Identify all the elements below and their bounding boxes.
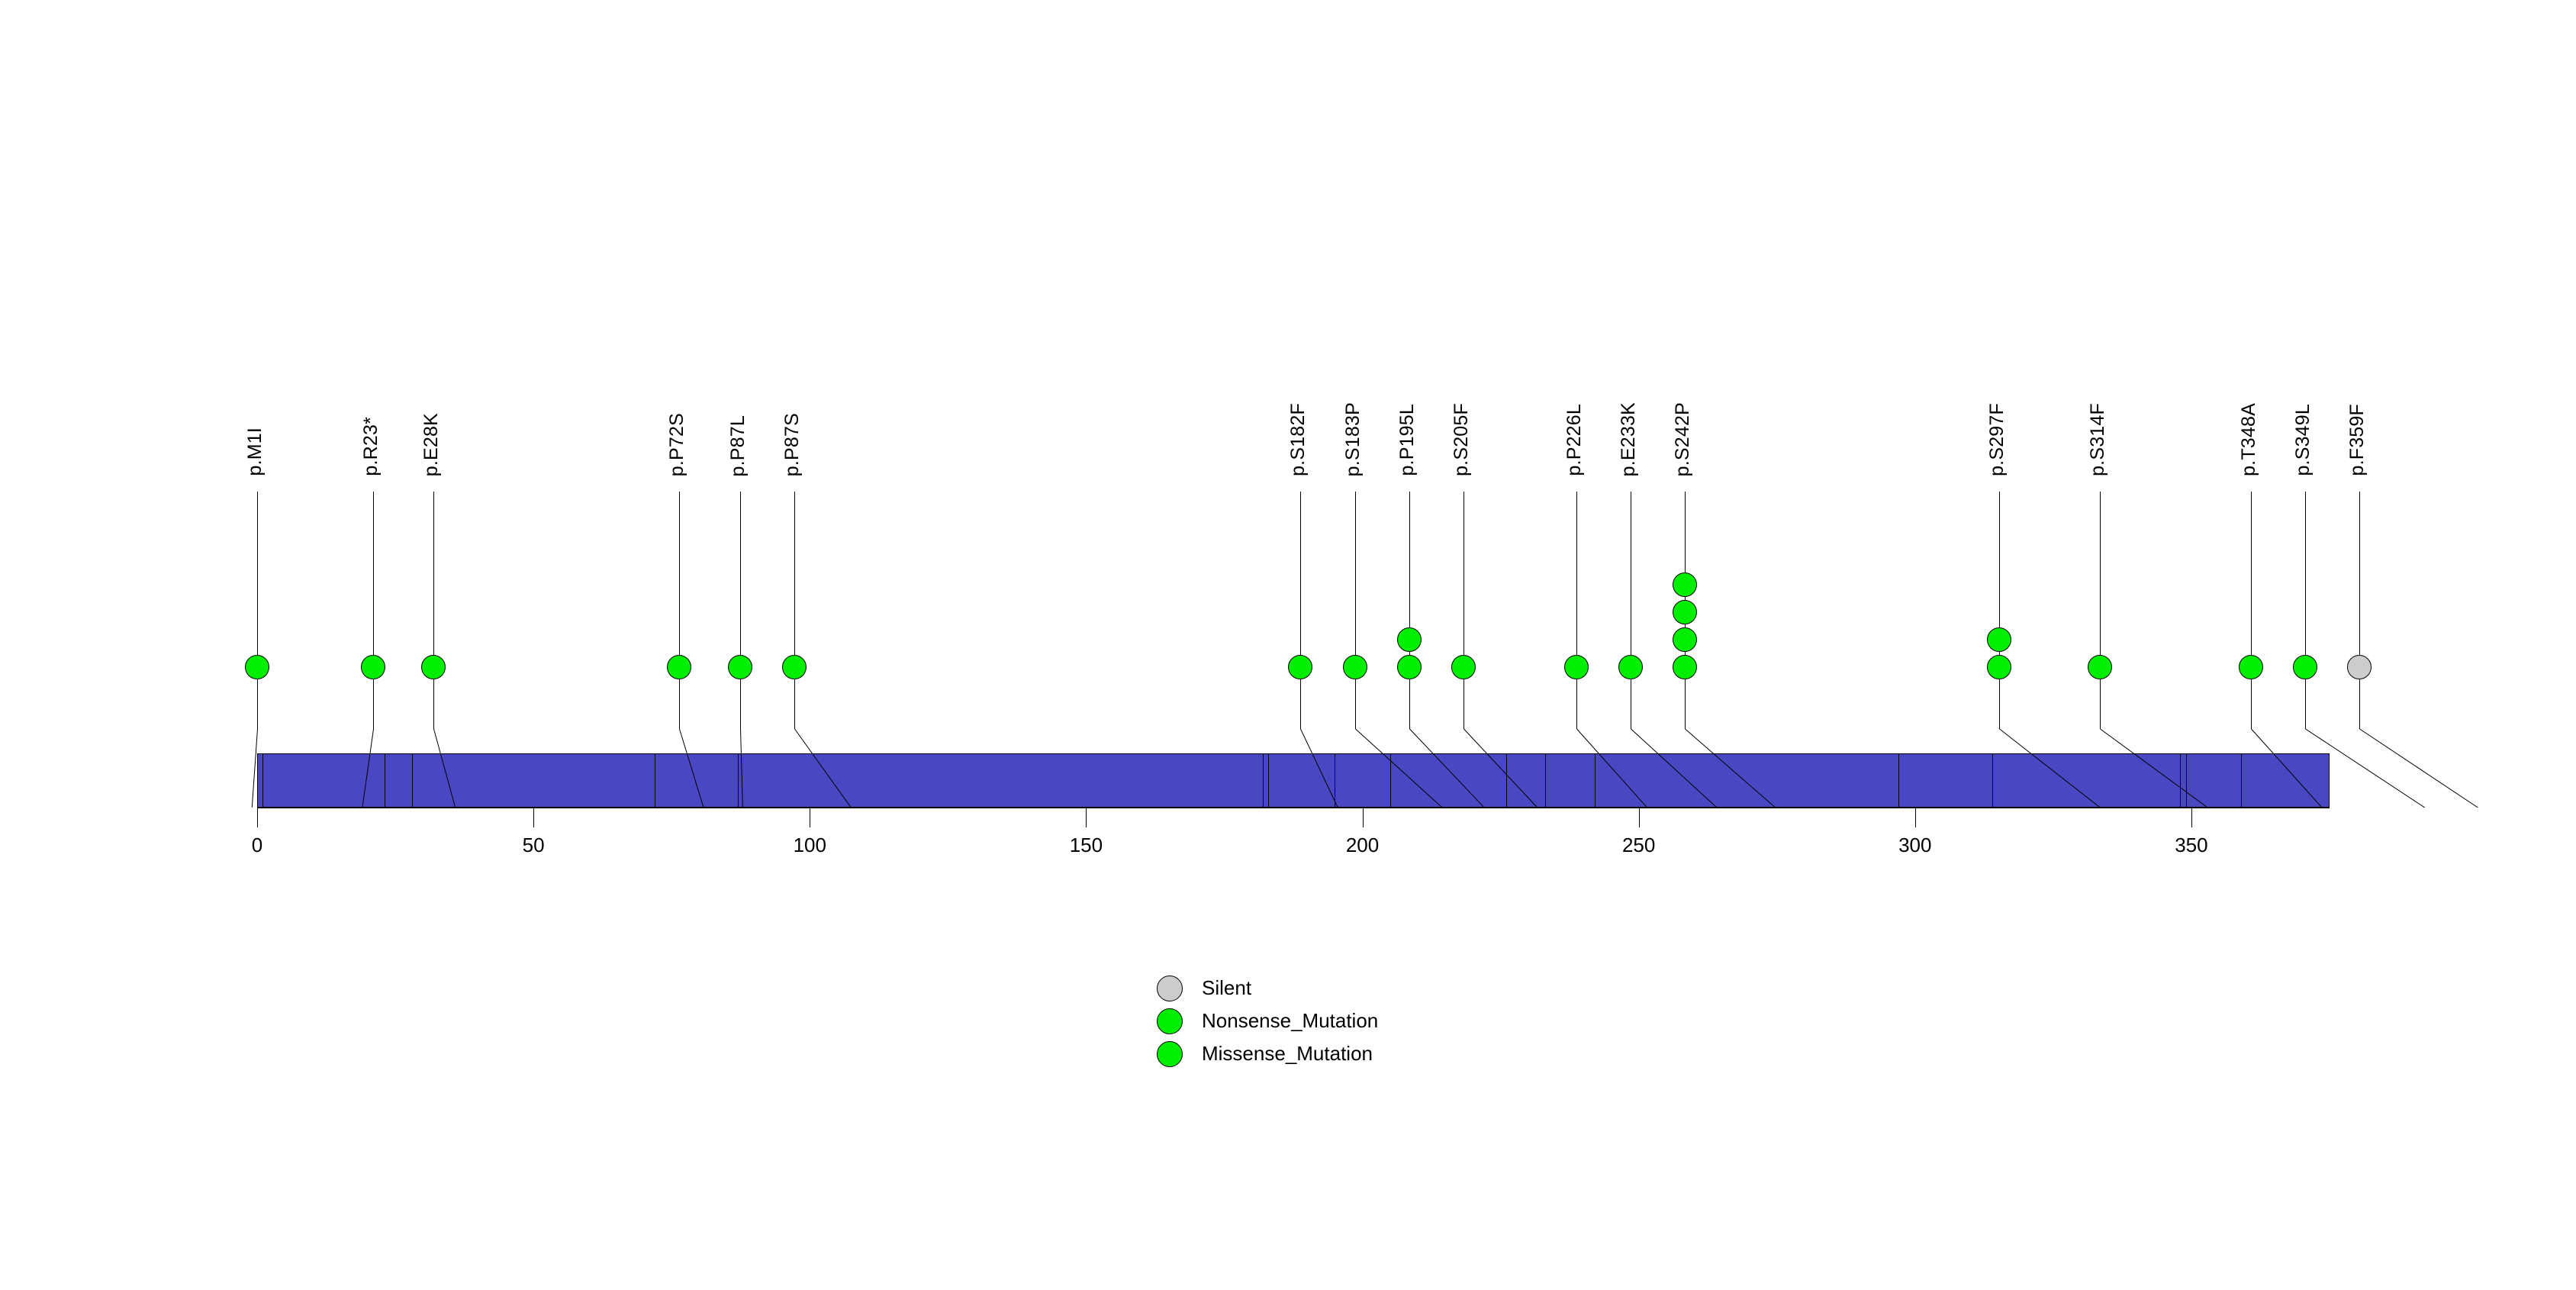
bar-anchor-tick bbox=[2180, 753, 2182, 808]
legend-swatch bbox=[1157, 976, 1183, 1001]
mutation-label: p.F359F bbox=[2346, 404, 2368, 476]
bar-anchor-tick bbox=[1992, 753, 1994, 808]
mutation-label: p.P72S bbox=[666, 412, 687, 476]
mutation-label: p.P226L bbox=[1563, 404, 1585, 476]
lollipop-stem bbox=[740, 492, 741, 729]
bar-anchor-tick bbox=[738, 753, 739, 808]
bar-anchor-tick bbox=[1263, 753, 1264, 808]
bar-anchor-tick bbox=[262, 753, 264, 808]
mutation-dot[interactable] bbox=[2239, 655, 2263, 679]
mutation-dot[interactable] bbox=[421, 655, 446, 679]
axis-tick-label: 250 bbox=[1621, 834, 1656, 856]
mutation-dot[interactable] bbox=[1987, 627, 2011, 652]
mutation-dot[interactable] bbox=[1673, 655, 1697, 679]
lollipop-stem bbox=[2305, 492, 2306, 729]
mutation-dot[interactable] bbox=[1673, 627, 1697, 652]
axis-tick bbox=[1362, 808, 1364, 827]
axis-tick-label: 200 bbox=[1345, 834, 1380, 856]
bar-anchor-tick bbox=[1389, 753, 1391, 808]
axis-tick bbox=[2191, 808, 2192, 827]
mutation-dot[interactable] bbox=[667, 655, 691, 679]
mutation-dot[interactable] bbox=[2088, 655, 2112, 679]
protein-bar bbox=[257, 753, 2330, 808]
mutation-dot[interactable] bbox=[1343, 655, 1367, 679]
lollipop-connector bbox=[2359, 728, 2478, 808]
bar-anchor-tick bbox=[2241, 753, 2243, 808]
mutation-dot[interactable] bbox=[1618, 655, 1643, 679]
mutation-label: p.P87L bbox=[727, 414, 749, 476]
mutation-label: p.T348A bbox=[2238, 403, 2259, 476]
axis-tick-label: 50 bbox=[522, 834, 545, 856]
mutation-label: p.S182F bbox=[1287, 403, 1309, 476]
mutation-label: p.P87S bbox=[781, 412, 803, 476]
axis-tick-label: 0 bbox=[251, 834, 263, 856]
bar-anchor-tick bbox=[1505, 753, 1507, 808]
mutation-dot[interactable] bbox=[728, 655, 752, 679]
mutation-dot[interactable] bbox=[1397, 655, 1422, 679]
lollipop-stem bbox=[2251, 492, 2252, 729]
legend-label: Nonsense_Mutation bbox=[1202, 1009, 1379, 1032]
lollipop-stem bbox=[1576, 492, 1577, 729]
legend-label: Silent bbox=[1202, 976, 1252, 999]
legend-label: Missense_Mutation bbox=[1202, 1042, 1373, 1065]
mutation-dot[interactable] bbox=[1673, 600, 1697, 624]
mutation-label: p.E28K bbox=[420, 412, 442, 476]
axis-tick-label: 150 bbox=[1069, 834, 1103, 856]
mutation-dot[interactable] bbox=[245, 655, 269, 679]
lollipop-stem bbox=[2100, 492, 2101, 729]
mutation-label: p.S349L bbox=[2292, 404, 2314, 476]
axis-tick-label: 100 bbox=[793, 834, 826, 856]
mutation-dot[interactable] bbox=[2293, 655, 2317, 679]
bar-anchor-tick bbox=[1594, 753, 1596, 808]
bar-anchor-tick bbox=[411, 753, 413, 808]
axis-tick bbox=[1638, 808, 1640, 827]
lollipop-stem bbox=[679, 492, 680, 729]
lollipop-stem bbox=[433, 492, 434, 729]
lollipop-stem bbox=[1355, 492, 1356, 729]
axis-tick bbox=[1914, 808, 1916, 827]
lollipop-stem bbox=[1463, 492, 1464, 729]
mutation-dot[interactable] bbox=[1451, 655, 1476, 679]
bar-anchor-tick bbox=[1544, 753, 1546, 808]
mutation-label: p.R23* bbox=[360, 417, 382, 476]
lollipop-stem bbox=[1409, 492, 1410, 729]
lollipop-stem bbox=[1999, 492, 2000, 729]
axis-tick bbox=[1086, 808, 1087, 827]
axis-tick bbox=[257, 808, 258, 827]
mutation-dot[interactable] bbox=[1288, 655, 1312, 679]
mutation-dot[interactable] bbox=[1987, 655, 2011, 679]
mutation-label: p.S242P bbox=[1672, 402, 1693, 476]
lollipop-stem bbox=[1300, 492, 1301, 729]
mutation-dot[interactable] bbox=[2347, 655, 2372, 679]
bar-anchor-tick bbox=[1268, 753, 1270, 808]
mutation-dot[interactable] bbox=[782, 655, 807, 679]
axis-tick bbox=[533, 808, 535, 827]
mutation-dot[interactable] bbox=[1564, 655, 1589, 679]
lollipop-stem bbox=[2359, 492, 2360, 729]
mutation-label: p.E233K bbox=[1618, 402, 1639, 476]
lollipop-stem bbox=[794, 492, 795, 729]
legend-swatch bbox=[1157, 1041, 1183, 1067]
mutation-label: p.M1I bbox=[244, 427, 266, 476]
mutation-label: p.P195L bbox=[1396, 404, 1418, 476]
axis-tick-label: 350 bbox=[2175, 834, 2208, 856]
bar-anchor-tick bbox=[1898, 753, 1900, 808]
mutation-dot[interactable] bbox=[361, 655, 385, 679]
legend-swatch bbox=[1157, 1008, 1183, 1034]
mutation-label: p.S205F bbox=[1451, 403, 1472, 476]
mutation-label: p.S314F bbox=[2087, 403, 2108, 476]
bar-anchor-tick bbox=[2185, 753, 2187, 808]
axis-tick-label: 300 bbox=[1898, 834, 1932, 856]
lollipop-stem bbox=[373, 492, 374, 729]
mutation-dot[interactable] bbox=[1397, 627, 1422, 652]
mutation-dot[interactable] bbox=[1673, 572, 1697, 597]
lollipop-stem bbox=[257, 492, 258, 729]
mutation-label: p.S297F bbox=[1986, 403, 2008, 476]
mutation-label: p.S183P bbox=[1342, 402, 1364, 476]
